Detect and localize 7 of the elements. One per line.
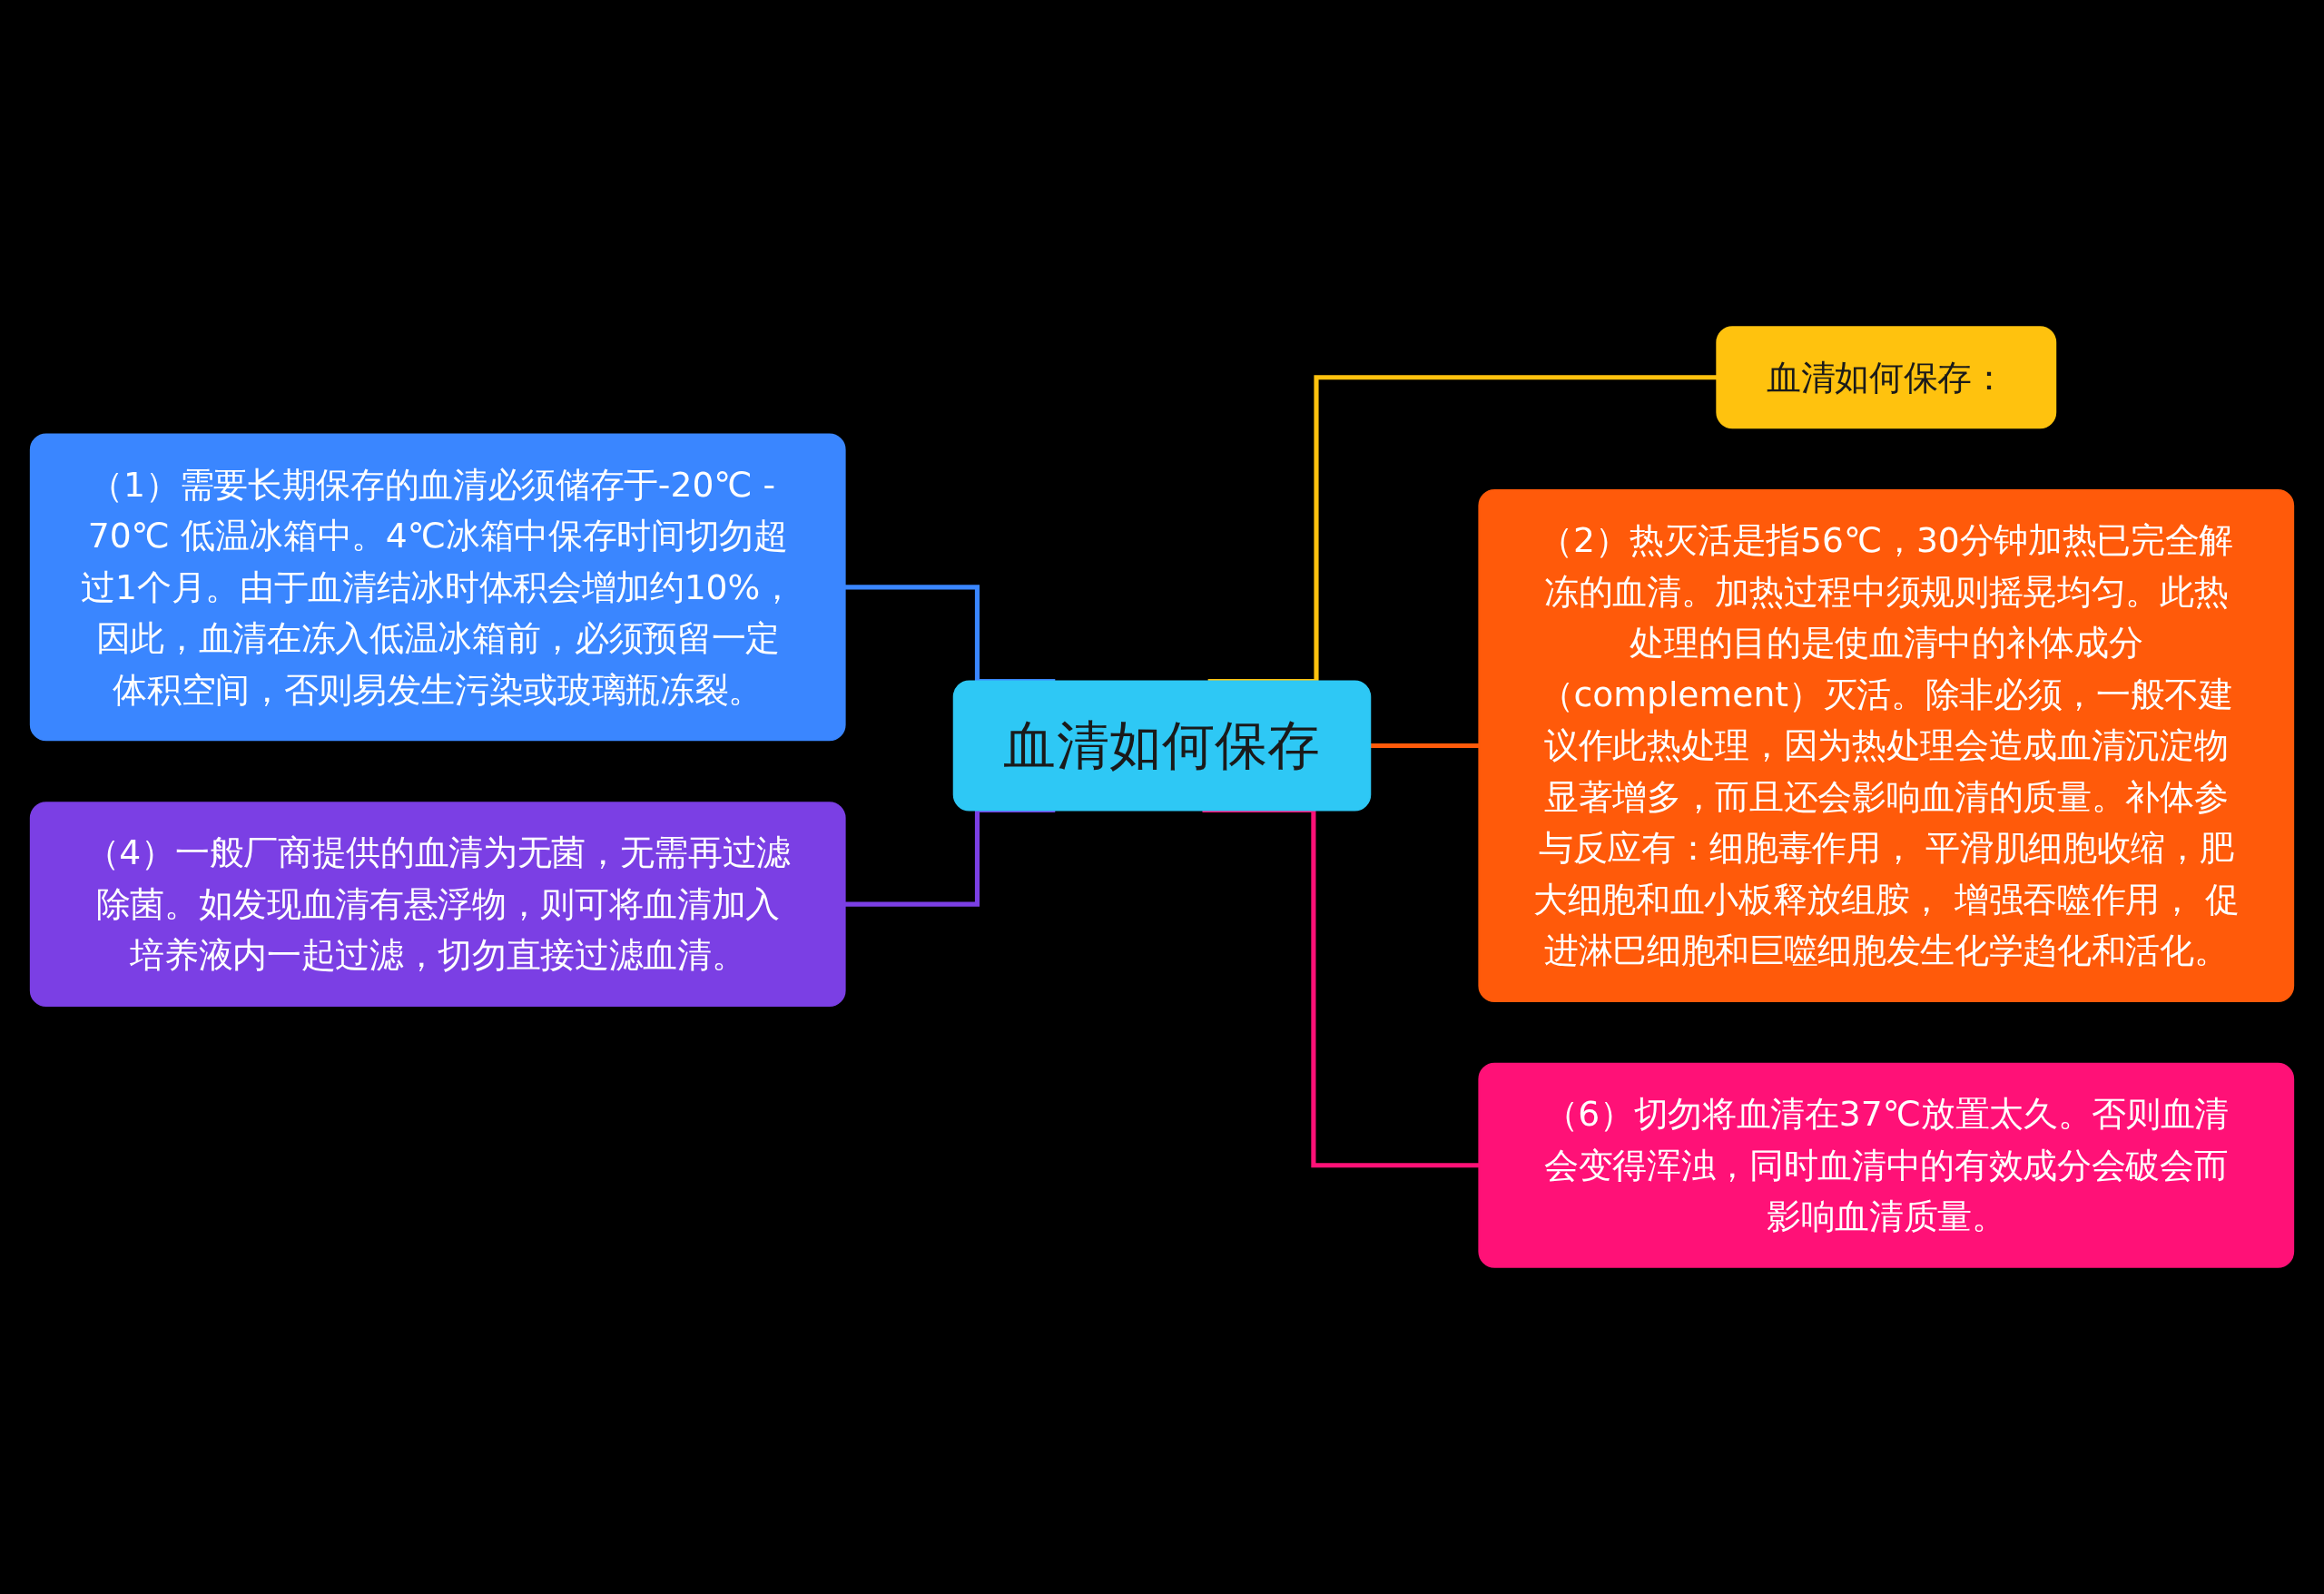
node-box: （4）一般厂商提供的血清为无菌，无需再过滤除菌。如发现血清有悬浮物，则可将血清加入培养液内一起过滤，切勿直接过滤血清。 <box>29 802 846 1008</box>
node-box: （2）热灭活是指56℃，30分钟加热已完全解冻的血清。加热过程中须规则摇晃均匀。此热处理的目的是使血清中的补体成分（complement）灭活。除非必须，一般不建议作此热处理，因为热处理会造成血清沉淀物显著增多，而且还会影响血清的质量。补体参与反应有：细胞毒作用， 平滑肌细胞收缩，肥大细胞和血小板释放组胺， 增强吞噬作用， 促进淋巴细胞和巨噬细胞发生化学趋化和活化。 <box>1478 489 2295 1002</box>
node-box: 血清如何保存： <box>1716 326 2057 429</box>
connector <box>1370 743 1480 749</box>
node-box: 血清如何保存 <box>952 680 1372 812</box>
node-box: （6）切勿将血清在37℃放置太久。否则血清会变得浑浊，同时血清中的有效成分会破会而影响血清质量。 <box>1478 1062 2295 1268</box>
node-box: （1）需要长期保存的血清必须储存于-20℃ - 70℃ 低温冰箱中。4℃冰箱中保存时间切勿超过1个月。由于血清结冰时体积会增加约10%，因此，血清在冻入低温冰箱前，必须预留一定体积空间，否则易发生污染或玻璃瓶冻裂。 <box>29 433 846 742</box>
